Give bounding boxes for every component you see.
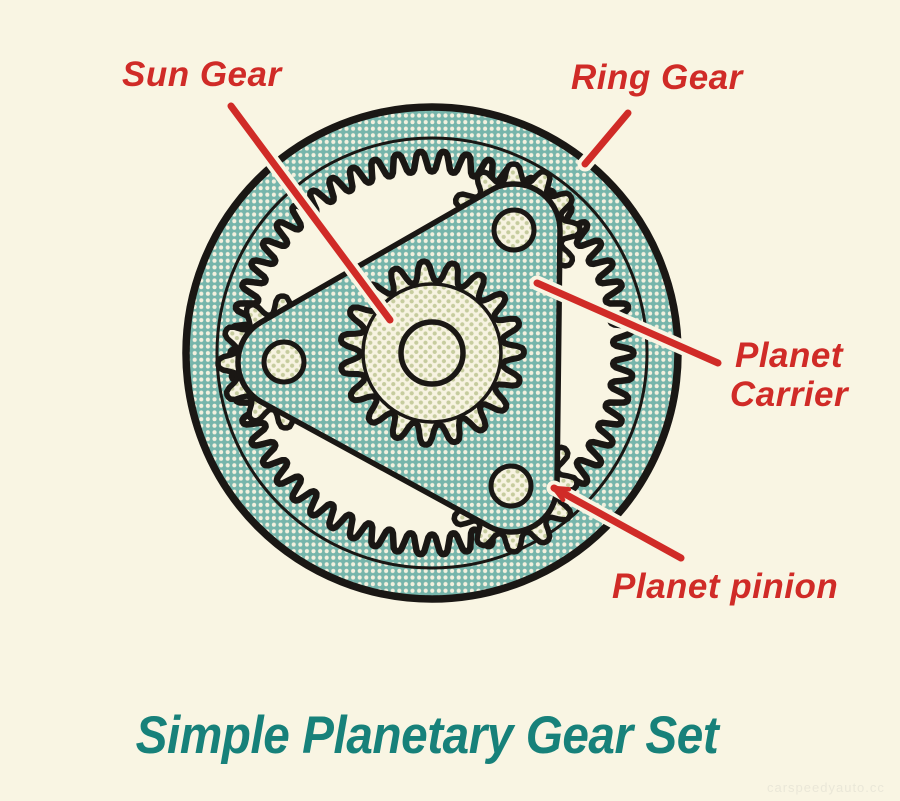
watermark-text: carspeedyauto.cc bbox=[767, 780, 885, 795]
planet-pinion-label: Planet pinion bbox=[612, 567, 839, 606]
ring-gear-inner-line bbox=[215, 136, 649, 570]
diagram-title: Simple Planetary Gear Set bbox=[135, 706, 719, 765]
planet-carrier-leader-line bbox=[533, 279, 722, 367]
carrier-pin-hole-1 bbox=[491, 207, 537, 253]
ring-gear-label: Ring Gear bbox=[571, 58, 743, 97]
planet-pinion-leader-line bbox=[550, 484, 685, 562]
sun-gear-hub bbox=[398, 319, 466, 387]
planet-pinion-arrowhead-barb-2 bbox=[551, 485, 572, 492]
carrier-pin-hole-2 bbox=[488, 463, 534, 509]
sun-gear-leader-line bbox=[227, 102, 394, 324]
sun-gear-body-line bbox=[361, 282, 503, 424]
planet-carrier-label-line1: Planet bbox=[734, 336, 844, 375]
planet-carrier-label: Planet Carrier bbox=[729, 336, 849, 414]
planet-carrier-label-line2: Carrier bbox=[729, 374, 849, 414]
sun-gear-label: Sun Gear bbox=[122, 55, 282, 94]
carrier-pin-hole-3 bbox=[261, 339, 307, 385]
ring-gear-leader-line bbox=[581, 109, 632, 168]
leader-lines bbox=[223, 98, 726, 566]
